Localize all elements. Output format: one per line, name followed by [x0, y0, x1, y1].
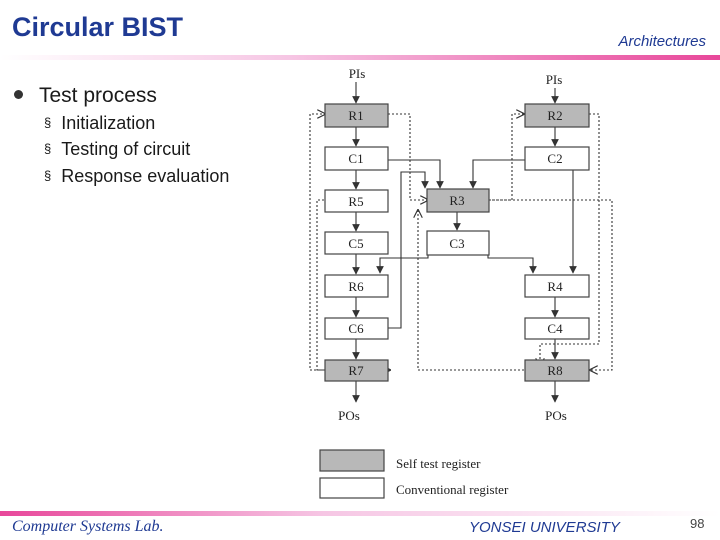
- block-label: C1: [348, 151, 363, 166]
- circuit-C1: C1: [324, 146, 389, 171]
- register-R5: R5: [324, 189, 389, 213]
- pis-right-label: PIs: [546, 72, 563, 87]
- register-R1: R1: [324, 103, 389, 128]
- block-label: R3: [449, 193, 464, 208]
- subitem: § Response evaluation: [44, 166, 229, 187]
- register-R7: R7: [324, 359, 389, 382]
- block-label: R4: [547, 279, 563, 294]
- circuit-C6: C6: [324, 317, 389, 340]
- bullet-dot-icon: [14, 89, 23, 99]
- subitem: § Initialization: [44, 113, 155, 134]
- footer-university: YONSEI UNIVERSITY: [469, 519, 620, 536]
- block-label: C5: [348, 236, 363, 251]
- block-label: R5: [348, 194, 363, 209]
- section-label: Architectures: [618, 33, 706, 50]
- header-divider: [0, 55, 720, 60]
- block-label: C6: [348, 321, 364, 336]
- subitem-text: Initialization: [61, 113, 156, 133]
- footer-lab-name: Computer Systems Lab.: [12, 518, 164, 535]
- block-label: C2: [547, 151, 562, 166]
- bullet-text: Test process: [39, 84, 157, 107]
- section-sign-icon: §: [44, 115, 52, 130]
- bullet-item: Test process: [14, 84, 157, 108]
- register-R6: R6: [324, 274, 389, 298]
- legend-conventional-label: Conventional register: [396, 482, 509, 497]
- register-R4: R4: [524, 274, 590, 298]
- block-label: C4: [547, 321, 563, 336]
- subitem-text: Response evaluation: [61, 166, 230, 186]
- page-number: 98: [690, 516, 705, 531]
- pos-left-label: POs: [338, 408, 360, 423]
- section-sign-icon: §: [44, 168, 52, 183]
- pis-left-label: PIs: [349, 66, 366, 81]
- subitem: § Testing of circuit: [44, 139, 190, 160]
- block-label: R8: [547, 363, 562, 378]
- block-label: R7: [348, 363, 364, 378]
- block-label: R6: [348, 279, 364, 294]
- block-label: C3: [449, 236, 464, 251]
- circuit-C5: C5: [324, 231, 389, 255]
- legend-self-test-label: Self test register: [396, 456, 481, 471]
- subitem-text: Testing of circuit: [61, 139, 191, 159]
- circuit-C3: C3: [426, 230, 490, 256]
- block-label: R1: [348, 108, 363, 123]
- slide-title: Circular BIST: [12, 12, 184, 42]
- register-R2: R2: [524, 103, 590, 128]
- block-label: R2: [547, 108, 562, 123]
- register-R8: R8: [524, 359, 590, 382]
- circuit-C4: C4: [524, 317, 590, 340]
- footer-divider: [0, 511, 720, 516]
- pos-right-label: POs: [545, 408, 567, 423]
- legend: Self test register Conventional register: [319, 449, 509, 499]
- legend-swatch-conventional: [319, 477, 385, 499]
- section-sign-icon: §: [44, 141, 52, 156]
- circuit-C2: C2: [524, 146, 590, 171]
- register-R3: R3: [426, 188, 490, 213]
- legend-swatch-self-test: [319, 449, 385, 472]
